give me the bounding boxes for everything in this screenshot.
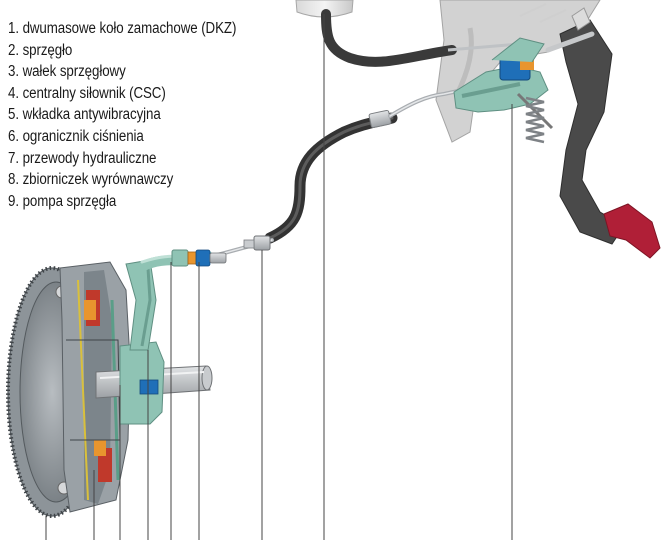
hydraulic-hose xyxy=(270,110,392,238)
legend-item-2: 2. sprzęgło xyxy=(8,40,236,62)
clutch-pedal xyxy=(560,8,660,258)
legend-item-5: 5. wkładka antywibracyjna xyxy=(8,104,236,126)
legend-item-1: 1. dwumasowe koło zamachowe (DKZ) xyxy=(8,18,236,40)
legend-item-8: 8. zbiorniczek wyrównawczy xyxy=(8,169,236,191)
legend-item-3: 3. wałek sprzęgłowy xyxy=(8,61,236,83)
return-spring xyxy=(526,98,544,142)
legend-item-4: 4. centralny siłownik (CSC) xyxy=(8,83,236,105)
slave-feed-pipe xyxy=(140,250,226,268)
legend-item-9: 9. pompa sprzęgła xyxy=(8,191,236,213)
pipe-coupling xyxy=(244,236,270,250)
component-legend: 1. dwumasowe koło zamachowe (DKZ) 2. spr… xyxy=(8,18,273,212)
legend-item-7: 7. przewody hydrauliczne xyxy=(8,148,236,170)
legend-item-6: 6. ogranicznik ciśnienia xyxy=(8,126,236,148)
